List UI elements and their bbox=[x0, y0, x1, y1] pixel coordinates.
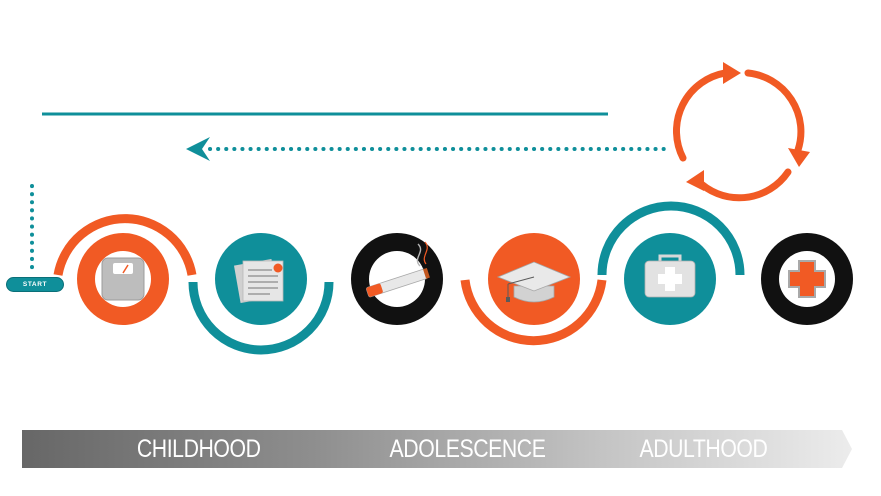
teal-arc-childhood bbox=[188, 281, 334, 355]
orange-arc-adolescence bbox=[460, 279, 607, 346]
medical-cross-icon bbox=[788, 260, 826, 298]
start-badge: START bbox=[6, 277, 64, 292]
graduation-cap-icon bbox=[496, 261, 572, 303]
orange-arc-childhood bbox=[53, 214, 197, 276]
bathroom-scale-icon bbox=[101, 257, 145, 301]
stage-label-adolescence: ADOLESCENCE bbox=[389, 435, 546, 463]
return-arrow-head-icon bbox=[186, 137, 210, 161]
cycle-arrows-icon bbox=[673, 69, 805, 202]
cigarette-icon bbox=[366, 241, 430, 298]
teal-arc-adulthood bbox=[597, 201, 745, 276]
stage-label-adulthood: ADULTHOOD bbox=[639, 435, 768, 463]
cycle-arrowheads bbox=[686, 62, 810, 191]
life-stage-bar bbox=[22, 430, 852, 468]
first-aid-kit-icon bbox=[644, 254, 696, 298]
stage-label-childhood: CHILDHOOD bbox=[136, 435, 261, 463]
start-label: START bbox=[22, 281, 48, 288]
documents-icon bbox=[233, 258, 284, 304]
